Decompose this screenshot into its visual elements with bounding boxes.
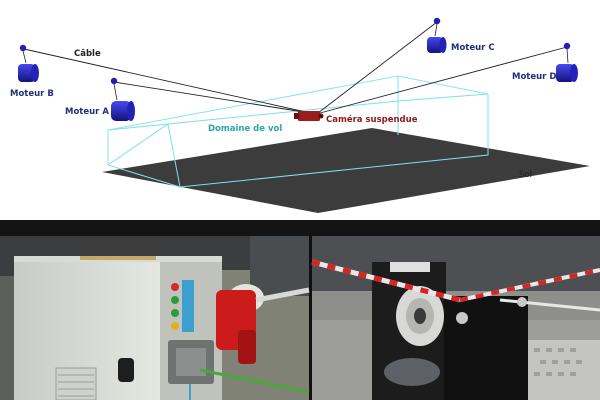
pulley bbox=[456, 312, 468, 324]
green-button bbox=[171, 296, 179, 304]
motor-d bbox=[556, 42, 578, 82]
barrier-tape bbox=[311, 259, 461, 303]
cable-b bbox=[23, 48, 311, 114]
motor-c bbox=[427, 17, 447, 53]
cable-label: Câble bbox=[74, 49, 101, 59]
motor-d-label: Moteur D bbox=[512, 72, 556, 82]
cable-c bbox=[317, 21, 438, 114]
green-cable bbox=[199, 368, 310, 394]
winch-motor-photo bbox=[311, 236, 600, 400]
photo-gap bbox=[309, 236, 312, 400]
camera-label: Caméra suspendue bbox=[326, 114, 418, 125]
winch-cover bbox=[444, 296, 528, 400]
cabinet-vent bbox=[55, 367, 97, 400]
cable-a bbox=[113, 81, 311, 114]
motor-a bbox=[110, 77, 135, 121]
motor-a-label: Moteur A bbox=[65, 107, 109, 117]
ground-plane bbox=[102, 128, 590, 213]
cable-d bbox=[319, 46, 568, 114]
flight-zone-label: Domaine de vol bbox=[208, 124, 282, 134]
cables bbox=[23, 21, 568, 114]
control-cabinet-photo bbox=[0, 236, 310, 400]
motor-c-label: Moteur C bbox=[451, 43, 495, 53]
ground-label: Sol bbox=[519, 170, 532, 180]
red-button bbox=[171, 283, 179, 291]
suspended-camera bbox=[294, 111, 324, 121]
photo-divider bbox=[0, 220, 600, 236]
diagram-panel: Câble Moteur B Moteur A Moteur C Moteur … bbox=[10, 17, 590, 213]
cabinet-lock bbox=[118, 358, 134, 382]
motor-b bbox=[18, 44, 39, 82]
flight-zone-box bbox=[107, 75, 489, 188]
hose bbox=[384, 358, 440, 386]
red-power-plug bbox=[216, 284, 310, 364]
motor-b-label: Moteur B bbox=[10, 89, 54, 99]
yellow-button bbox=[171, 322, 179, 330]
